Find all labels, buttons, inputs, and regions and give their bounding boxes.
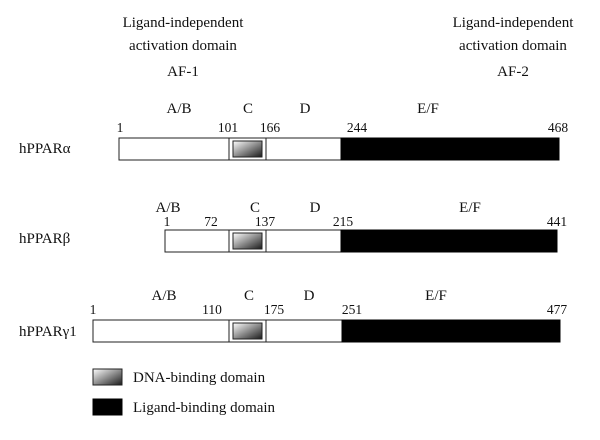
ligand-binding-domain [340, 137, 560, 161]
legend-swatch-dna-binding [92, 368, 123, 386]
position-label: 477 [547, 302, 568, 317]
position-label: 251 [342, 302, 362, 317]
position-label: 110 [202, 302, 222, 317]
af2-label: Ligand-independent activation domain AF-… [453, 15, 575, 80]
region-label-c: C [250, 200, 260, 216]
region-label-c: C [243, 101, 253, 117]
position-label: 1 [164, 214, 171, 229]
region-label-ef: E/F [417, 101, 439, 117]
legend-label-dna-binding: DNA-binding domain [133, 370, 266, 386]
region-label-ef: E/F [459, 200, 481, 216]
legend-swatch-ligand-binding [92, 398, 123, 416]
position-label: 175 [264, 302, 285, 317]
position-label: 137 [255, 214, 276, 229]
protein-name: hPPARγ1 [19, 324, 77, 340]
region-label-d: D [304, 288, 315, 304]
af1-line3: AF-1 [167, 64, 199, 80]
protein-row-beta: hPPARβ A/B C D E/F 1 72 137 215 441 [19, 200, 567, 253]
legend: DNA-binding domain Ligand-binding domain [92, 368, 276, 416]
region-label-ab: A/B [166, 101, 191, 117]
ligand-binding-domain [340, 229, 558, 253]
af1-line2: activation domain [129, 38, 237, 54]
position-label: 1 [90, 302, 97, 317]
ligand-binding-domain [341, 319, 561, 343]
position-label: 244 [347, 120, 368, 135]
af2-line1: Ligand-independent [453, 15, 575, 31]
dna-binding-domain [232, 322, 263, 340]
dna-binding-domain [232, 140, 263, 158]
protein-name: hPPARβ [19, 231, 70, 247]
af2-line2: activation domain [459, 38, 567, 54]
af2-line3: AF-2 [497, 64, 529, 80]
protein-name: hPPARα [19, 141, 71, 157]
position-label: 1 [117, 120, 124, 135]
position-label: 166 [260, 120, 281, 135]
region-label-c: C [244, 288, 254, 304]
protein-row-gamma1: hPPARγ1 A/B C D E/F 1 110 175 251 477 [19, 288, 568, 343]
af1-line1: Ligand-independent [123, 15, 245, 31]
position-label: 72 [204, 214, 218, 229]
position-label: 441 [547, 214, 567, 229]
af1-label: Ligand-independent activation domain AF-… [123, 15, 245, 80]
region-label-d: D [300, 101, 311, 117]
region-label-d: D [310, 200, 321, 216]
region-label-ab: A/B [151, 288, 176, 304]
region-label-ab: A/B [155, 200, 180, 216]
region-label-ef: E/F [425, 288, 447, 304]
position-label: 468 [548, 120, 569, 135]
legend-label-ligand-binding: Ligand-binding domain [133, 400, 276, 416]
dna-binding-domain [232, 232, 263, 250]
position-label: 101 [218, 120, 238, 135]
protein-row-alpha: hPPARα A/B C D E/F 1 101 166 244 468 [19, 101, 569, 161]
position-label: 215 [333, 214, 354, 229]
